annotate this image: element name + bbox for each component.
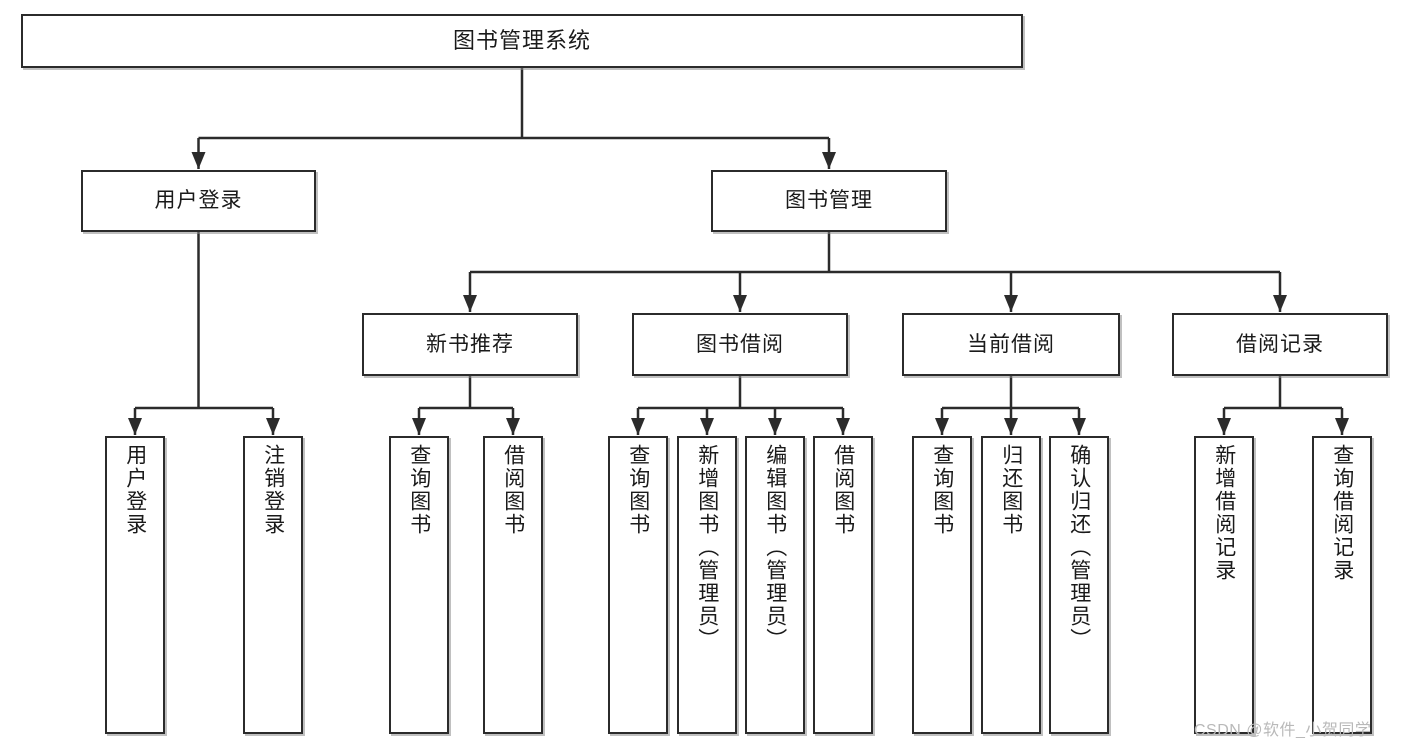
csdn-watermark: CSDN @软件_小贺同学 (1194, 722, 1372, 739)
node-leaf-add-book[interactable]: 新增图书（管理员） (677, 436, 737, 734)
node-leaf-return-book[interactable]: 归还图书 (981, 436, 1041, 734)
node-leaf-query-record[interactable]: 查询借阅记录 (1312, 436, 1372, 734)
node-leaf-borrow-book-1[interactable]: 借阅图书 (483, 436, 543, 734)
node-leaf-add-record-label: 新增借阅记录 (1212, 444, 1236, 582)
node-user-login-label: 用户登录 (154, 189, 243, 213)
node-borrow-record[interactable]: 借阅记录 (1172, 313, 1388, 376)
node-current-borrow[interactable]: 当前借阅 (902, 313, 1120, 376)
node-leaf-add-record[interactable]: 新增借阅记录 (1194, 436, 1254, 734)
node-new-book-recommend[interactable]: 新书推荐 (362, 313, 578, 376)
node-leaf-logout-login-label: 注销登录 (261, 444, 285, 536)
node-leaf-query-book-2-label: 查询图书 (626, 444, 650, 536)
node-root[interactable]: 图书管理系统 (21, 14, 1023, 68)
node-leaf-query-record-label: 查询借阅记录 (1330, 444, 1354, 582)
node-book-borrow-label: 图书借阅 (696, 332, 784, 356)
node-new-book-recommend-label: 新书推荐 (426, 332, 514, 356)
node-leaf-return-book-label: 归还图书 (999, 444, 1023, 536)
node-leaf-add-book-label: 新增图书（管理员） (695, 444, 719, 651)
node-leaf-user-login-label: 用户登录 (123, 444, 147, 536)
node-leaf-query-book-3-label: 查询图书 (930, 444, 954, 536)
node-book-manage[interactable]: 图书管理 (711, 170, 947, 232)
node-leaf-query-book-2[interactable]: 查询图书 (608, 436, 668, 734)
node-leaf-edit-book-label: 编辑图书（管理员） (763, 444, 787, 651)
node-leaf-confirm-return-label: 确认归还（管理员） (1067, 444, 1091, 651)
node-leaf-query-book-3[interactable]: 查询图书 (912, 436, 972, 734)
node-leaf-borrow-book-1-label: 借阅图书 (501, 444, 525, 536)
node-book-borrow[interactable]: 图书借阅 (632, 313, 848, 376)
node-leaf-user-login[interactable]: 用户登录 (105, 436, 165, 734)
node-book-manage-label: 图书管理 (785, 189, 873, 213)
node-leaf-query-book-1[interactable]: 查询图书 (389, 436, 449, 734)
node-borrow-record-label: 借阅记录 (1236, 332, 1324, 356)
node-leaf-edit-book[interactable]: 编辑图书（管理员） (745, 436, 805, 734)
node-current-borrow-label: 当前借阅 (967, 332, 1055, 356)
node-leaf-confirm-return[interactable]: 确认归还（管理员） (1049, 436, 1109, 734)
node-root-label: 图书管理系统 (452, 27, 591, 53)
node-leaf-borrow-book-2-label: 借阅图书 (831, 444, 855, 536)
node-leaf-query-book-1-label: 查询图书 (407, 444, 431, 536)
node-leaf-logout-login[interactable]: 注销登录 (243, 436, 303, 734)
node-leaf-borrow-book-2[interactable]: 借阅图书 (813, 436, 873, 734)
node-user-login[interactable]: 用户登录 (81, 170, 316, 232)
